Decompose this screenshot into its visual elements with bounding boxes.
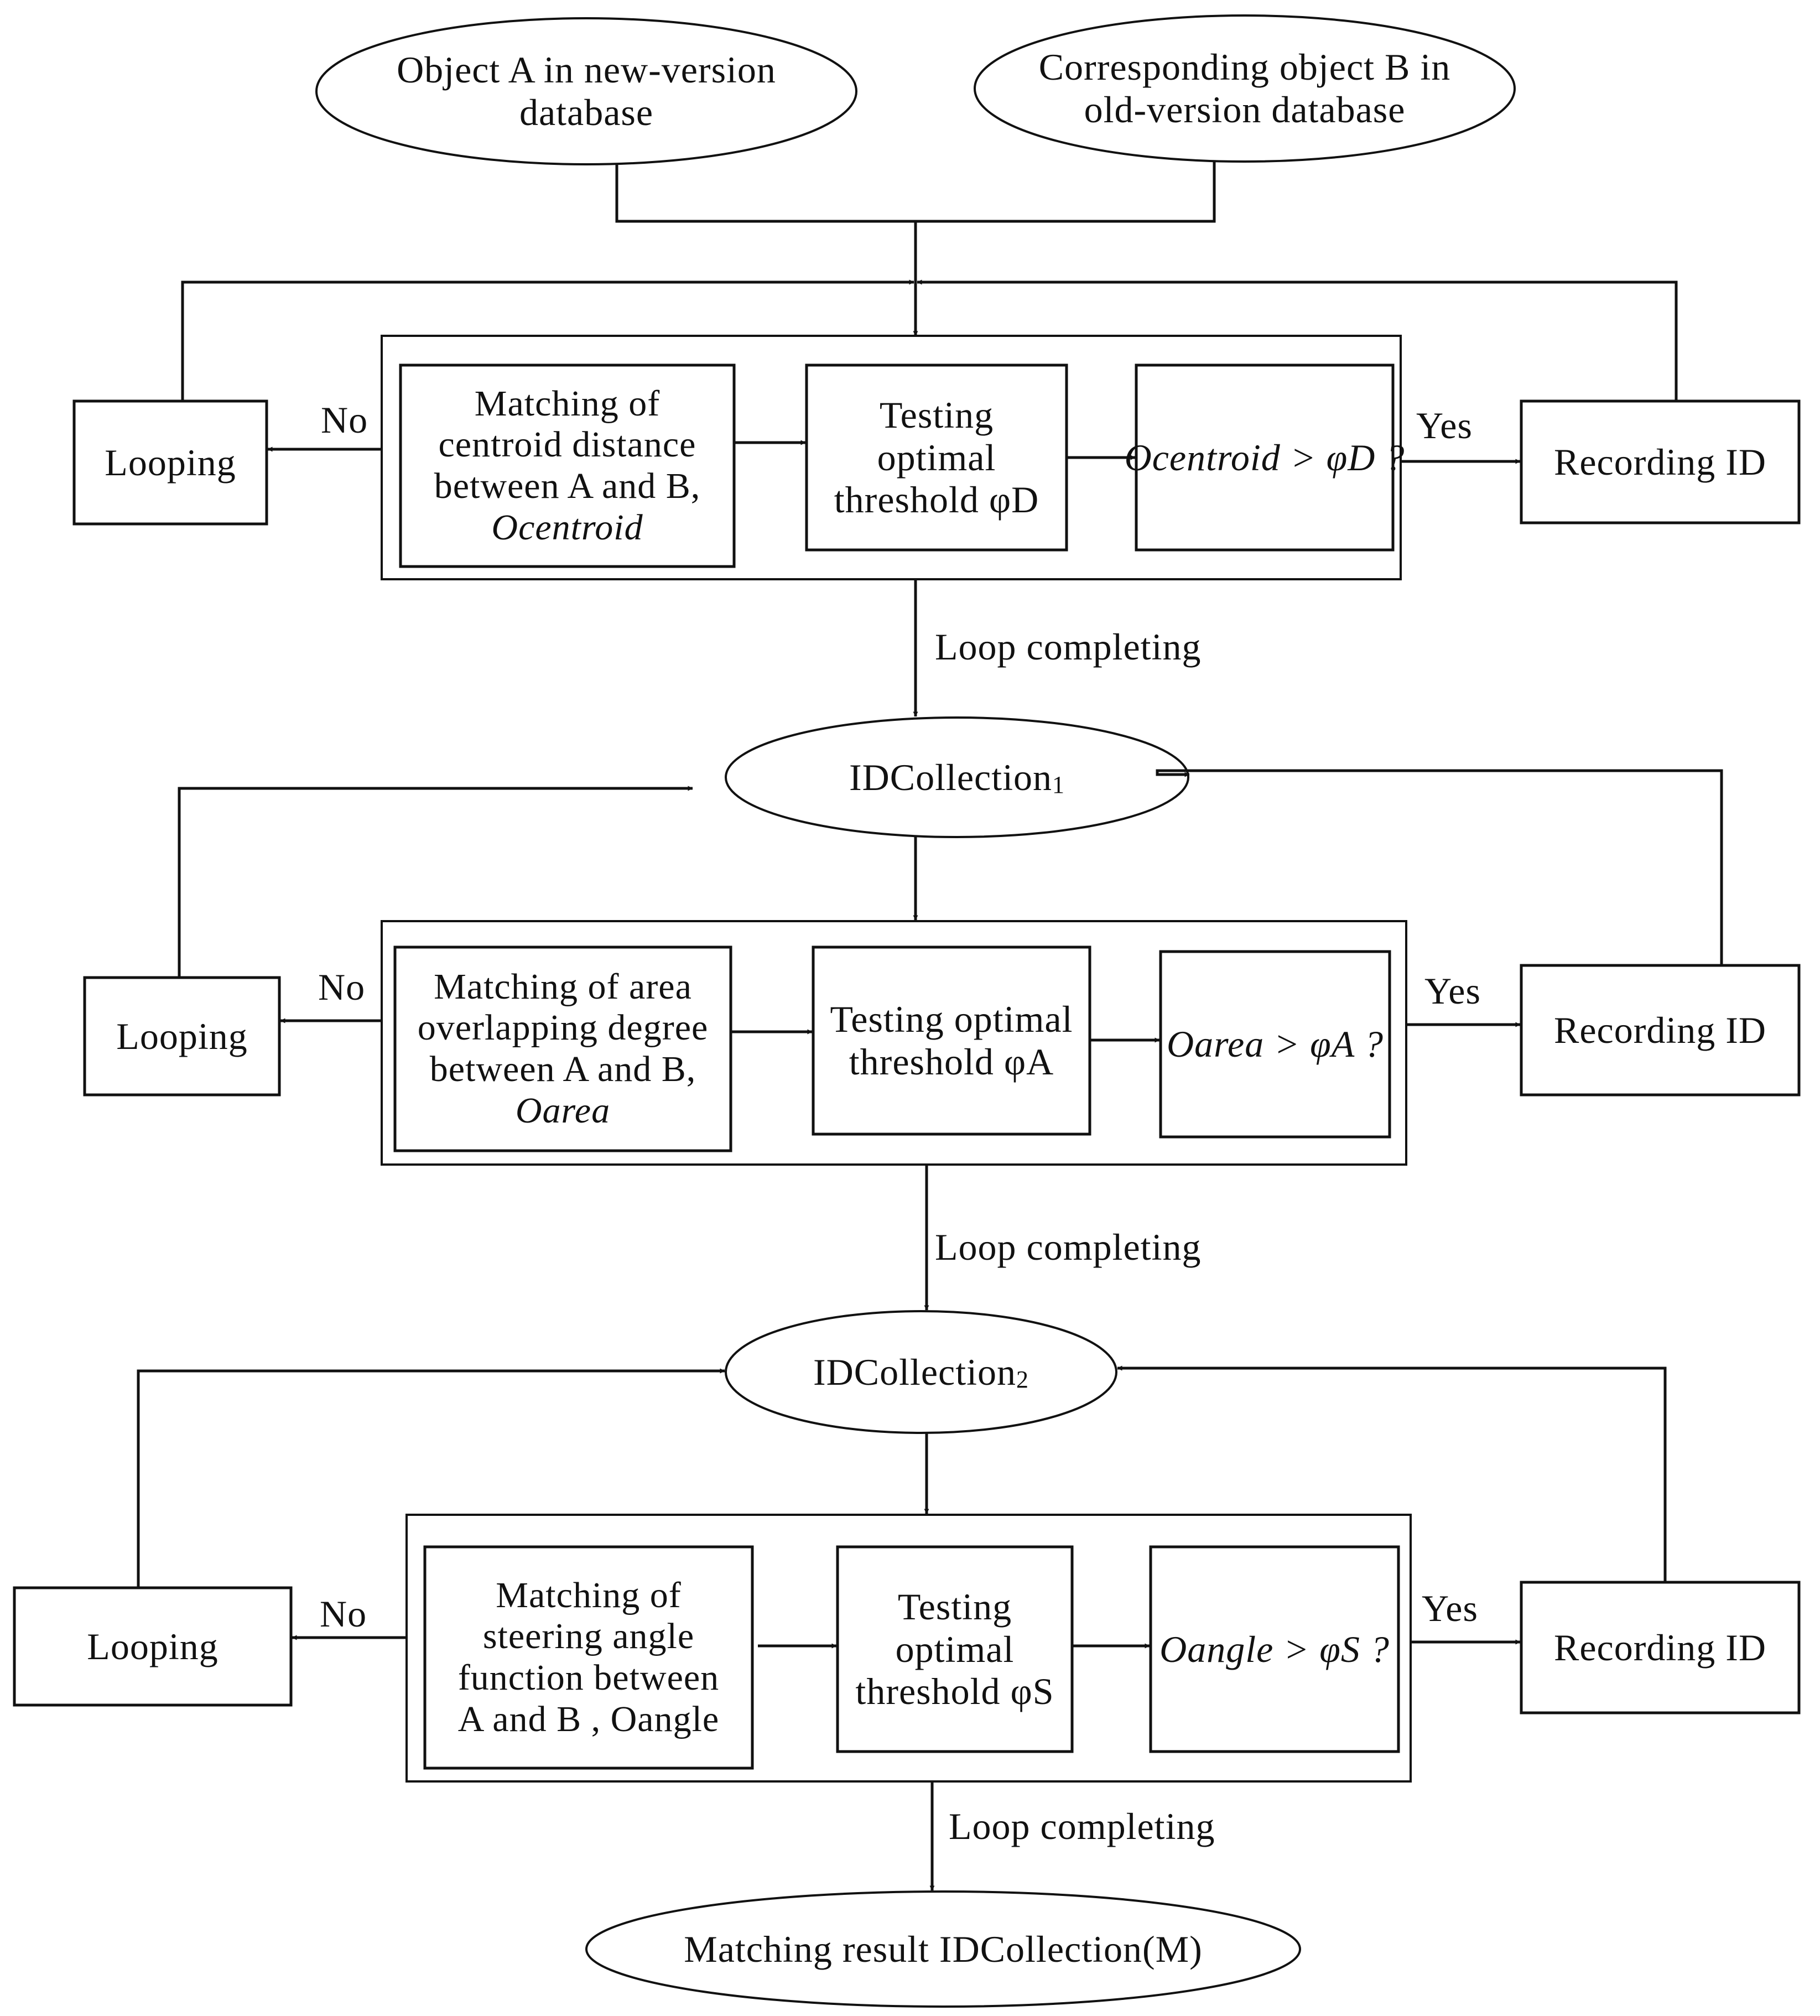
loop-back-s1-left [181, 279, 914, 401]
stage1-condition-box [1135, 363, 1395, 552]
loop-back-s3-left [137, 1368, 725, 1588]
stage2-matching-line3: between A and B, [429, 1049, 696, 1089]
stage1-yes-label: Yes [1416, 404, 1473, 446]
stage2-looping-box [83, 976, 281, 1097]
stage2-matching-box [393, 945, 732, 1152]
stage3-condition-box [1149, 1545, 1400, 1753]
stage3-matching-line3: function between [457, 1658, 720, 1698]
line-object-a-down [615, 162, 1216, 223]
stage3-matching-box [423, 1545, 754, 1770]
collection1-prefix: IDCollection [849, 756, 1053, 798]
stage3-no-label: No [320, 1593, 367, 1635]
stage2-condition-box [1159, 950, 1391, 1139]
stage2-outer-frame [381, 920, 1407, 1166]
stage3-testing-line3: threshold φS [855, 1670, 1054, 1713]
stage3-testing-text: Testing optimal threshold φS [838, 1547, 1072, 1752]
stage3-loop-completing-label: Loop completing [949, 1805, 1215, 1847]
stage3-matching-text: Matching of steering angle function betw… [425, 1547, 752, 1768]
stage2-yes-label: Yes [1424, 970, 1481, 1012]
stage2-testing-line1: Testing optimal [830, 998, 1073, 1041]
stage1-outer-frame [381, 335, 1402, 580]
stage3-testing-line2: optimal [895, 1628, 1015, 1670]
stage3-outer-frame [405, 1514, 1412, 1783]
stage2-matching-text: Matching of area overlapping degree betw… [395, 947, 731, 1151]
stage2-condition-line: Oarea > φA ? [1166, 1023, 1384, 1066]
loop-back-s3-right [1117, 1365, 1667, 1582]
collection2-ellipse [725, 1310, 1117, 1434]
collection2-prefix: IDCollection [813, 1350, 1017, 1393]
stage1-looping-text: Looping [105, 441, 236, 484]
stage2-looping-text: Looping [116, 1015, 248, 1057]
object-b-line2: old-version database [1084, 89, 1406, 131]
stage1-matching-line3: between A and B, [434, 466, 701, 506]
collection1-subscript: 1 [1052, 771, 1065, 799]
stage1-recording-box [1520, 399, 1801, 524]
stage1-no-label: No [321, 399, 368, 441]
object-b-label: Corresponding object B in old-version da… [990, 39, 1499, 138]
stage3-looping-text: Looping [87, 1625, 219, 1667]
collection1-ellipse [725, 716, 1189, 838]
object-a-line2: database [519, 91, 654, 133]
stage1-matching-line2: centroid distance [438, 424, 696, 465]
stage2-condition-text: Oarea > φA ? [1161, 952, 1390, 1137]
stage1-matching-line4: Ocentroid [491, 507, 643, 548]
stage1-looping-box [72, 399, 268, 526]
stage2-matching-line1: Matching of area [434, 966, 692, 1007]
loop-back-s2-right [1156, 769, 1723, 965]
result-ellipse [585, 1890, 1301, 2008]
stage2-loop-completing-label: Loop completing [935, 1226, 1202, 1268]
stage3-matching-line1: Matching of [496, 1575, 682, 1615]
stage3-condition-text: Oangle > φS ? [1151, 1547, 1398, 1752]
object-b-line1: Corresponding object B in [1038, 46, 1451, 89]
stage1-testing-line3: threshold φD [834, 479, 1039, 521]
stage3-matching-line2: steering angle [482, 1616, 695, 1657]
collection2-subscript: 2 [1016, 1366, 1029, 1394]
object-a-line1: Object A in new-version [397, 49, 776, 91]
loop-back-s2-left [178, 786, 693, 978]
object-a-label: Object A in new-version database [332, 41, 841, 141]
stage2-testing-text: Testing optimal threshold φA [813, 947, 1090, 1134]
stage2-matching-line2: overlapping degree [417, 1007, 709, 1048]
stage1-recording-text: Recording ID [1553, 440, 1766, 483]
stage1-loop-completing-label: Loop completing [935, 626, 1202, 668]
stage1-matching-text: Matching of centroid distance between A … [401, 365, 734, 567]
start-ellipse-object-a [315, 17, 857, 165]
start-ellipse-object-b [974, 14, 1516, 163]
stage1-testing-line2: optimal [877, 436, 996, 479]
stage1-matching-line1: Matching of [474, 383, 661, 424]
stage1-matching-box [399, 363, 736, 568]
stage3-recording-box [1520, 1581, 1801, 1714]
stage3-recording-text: Recording ID [1553, 1626, 1766, 1669]
stage2-recording-box [1520, 964, 1801, 1097]
stage3-testing-box [836, 1545, 1074, 1753]
stage2-recording-text: Recording ID [1553, 1009, 1766, 1051]
stage2-no-label: No [318, 966, 366, 1008]
loop-back-s1-right [917, 279, 1678, 401]
stage3-looping-box [13, 1586, 293, 1707]
stage1-condition-line: Ocentroid > φD ? [1124, 436, 1405, 479]
stage3-condition-line: Oangle > φS ? [1159, 1628, 1390, 1670]
stage3-yes-label: Yes [1422, 1587, 1478, 1629]
stage3-testing-line1: Testing [897, 1585, 1012, 1628]
stage2-matching-line4: Oarea [515, 1090, 611, 1131]
result-label: Matching result IDCollection(M) [684, 1927, 1203, 1970]
stage1-testing-text: Testing optimal threshold φD [807, 365, 1067, 550]
stage2-testing-line2: threshold φA [849, 1041, 1054, 1083]
stage3-matching-line4: A and B , Oangle [457, 1698, 720, 1739]
stage1-testing-line1: Testing [879, 393, 994, 436]
stage1-condition-text: Ocentroid > φD ? [1125, 365, 1405, 550]
